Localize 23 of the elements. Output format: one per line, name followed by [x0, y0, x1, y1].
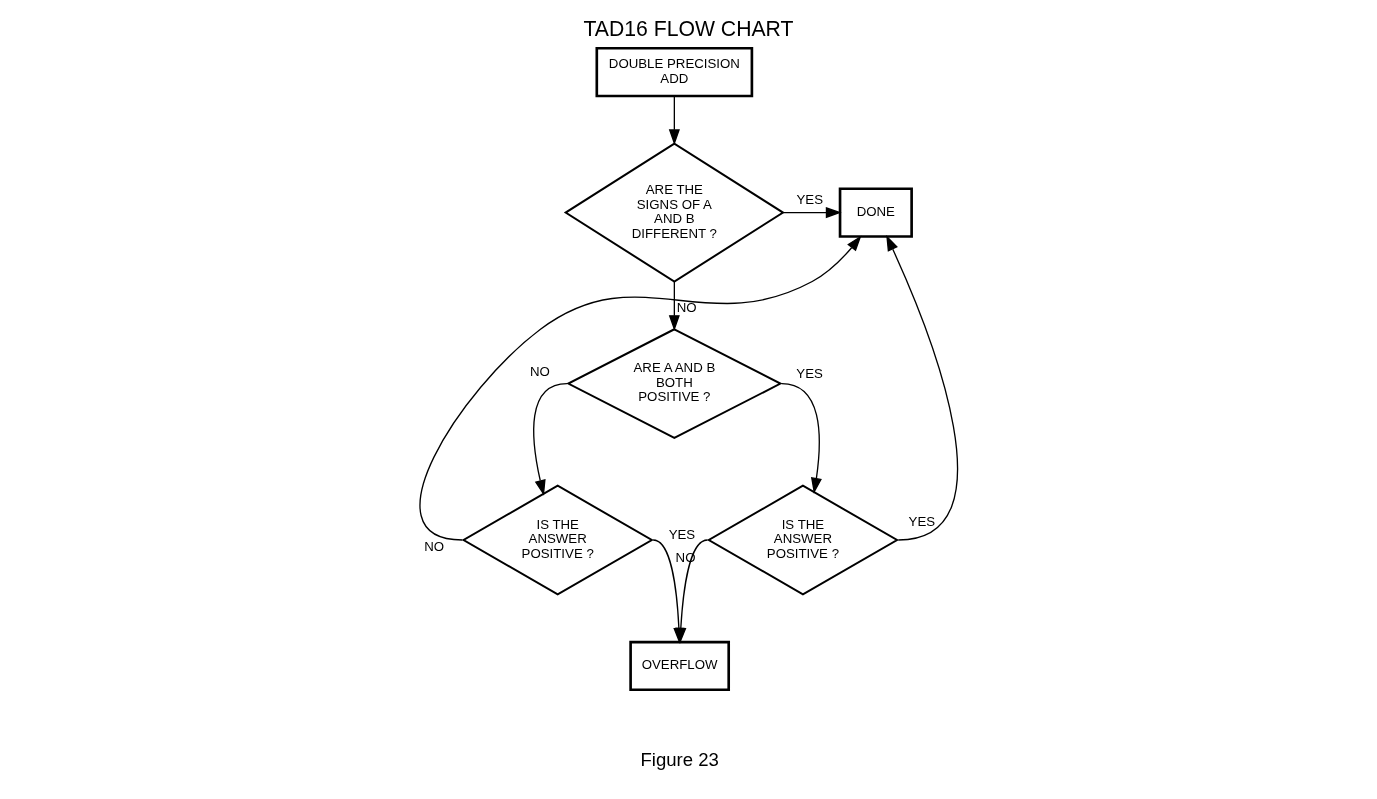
edge-label: YES — [908, 514, 936, 529]
arrow — [782, 207, 842, 219]
arrow — [419, 235, 862, 541]
node-diamond: ARE A AND B BOTH POSITIVE ? — [566, 328, 783, 440]
edge-label: NO — [530, 364, 550, 379]
node-diamond: IS THE ANSWER POSITIVE ? — [461, 484, 654, 596]
edge-label: YES — [796, 366, 823, 382]
edge-label: YES — [796, 191, 824, 207]
arrow — [533, 382, 568, 496]
node-box: DOUBLE PRECISION ADD — [595, 46, 754, 98]
node-diamond: ARE THE SIGNS OF A AND B DIFFERENT ? — [563, 142, 785, 283]
diagram-title: TAD16 FLOW CHART — [583, 17, 794, 41]
node-diamond: IS THE ANSWER POSITIVE ? — [706, 484, 900, 596]
node-box: OVERFLOW — [629, 640, 731, 692]
caption: Figure 23 — [640, 749, 719, 771]
arrow — [668, 95, 680, 146]
edge-label: YES — [668, 526, 696, 542]
arrow — [668, 281, 680, 332]
edge-label: NO — [424, 538, 445, 554]
node-box: DONE — [838, 187, 913, 238]
edge-label: NO — [676, 299, 697, 315]
arrow — [886, 235, 958, 541]
arrow — [781, 382, 822, 494]
